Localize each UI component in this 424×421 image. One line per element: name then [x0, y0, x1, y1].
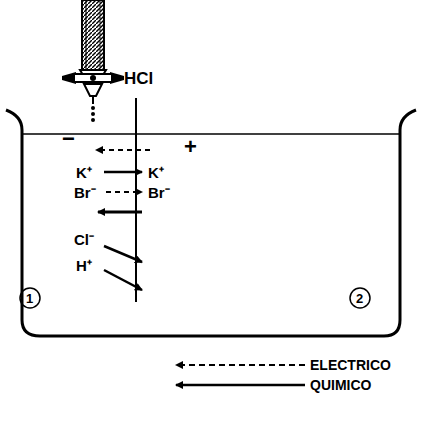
ion-name: Br⁻	[74, 185, 96, 200]
polarity-sign: +	[184, 136, 197, 158]
ion-name: H⁺	[76, 258, 92, 273]
reagent-name: HCl	[124, 70, 153, 87]
ion-name: K⁺	[148, 165, 164, 180]
callout-number: 1	[26, 292, 33, 305]
legend-text: QUIMICO	[310, 378, 371, 392]
polarity-sign: −	[62, 128, 75, 150]
callout-number: 2	[356, 292, 363, 305]
ion-name: Br⁻	[148, 185, 170, 200]
legend-text: ELECTRICO	[310, 358, 391, 372]
ion-name: Cl⁻	[74, 232, 94, 247]
ion-name: K⁺	[76, 165, 92, 180]
